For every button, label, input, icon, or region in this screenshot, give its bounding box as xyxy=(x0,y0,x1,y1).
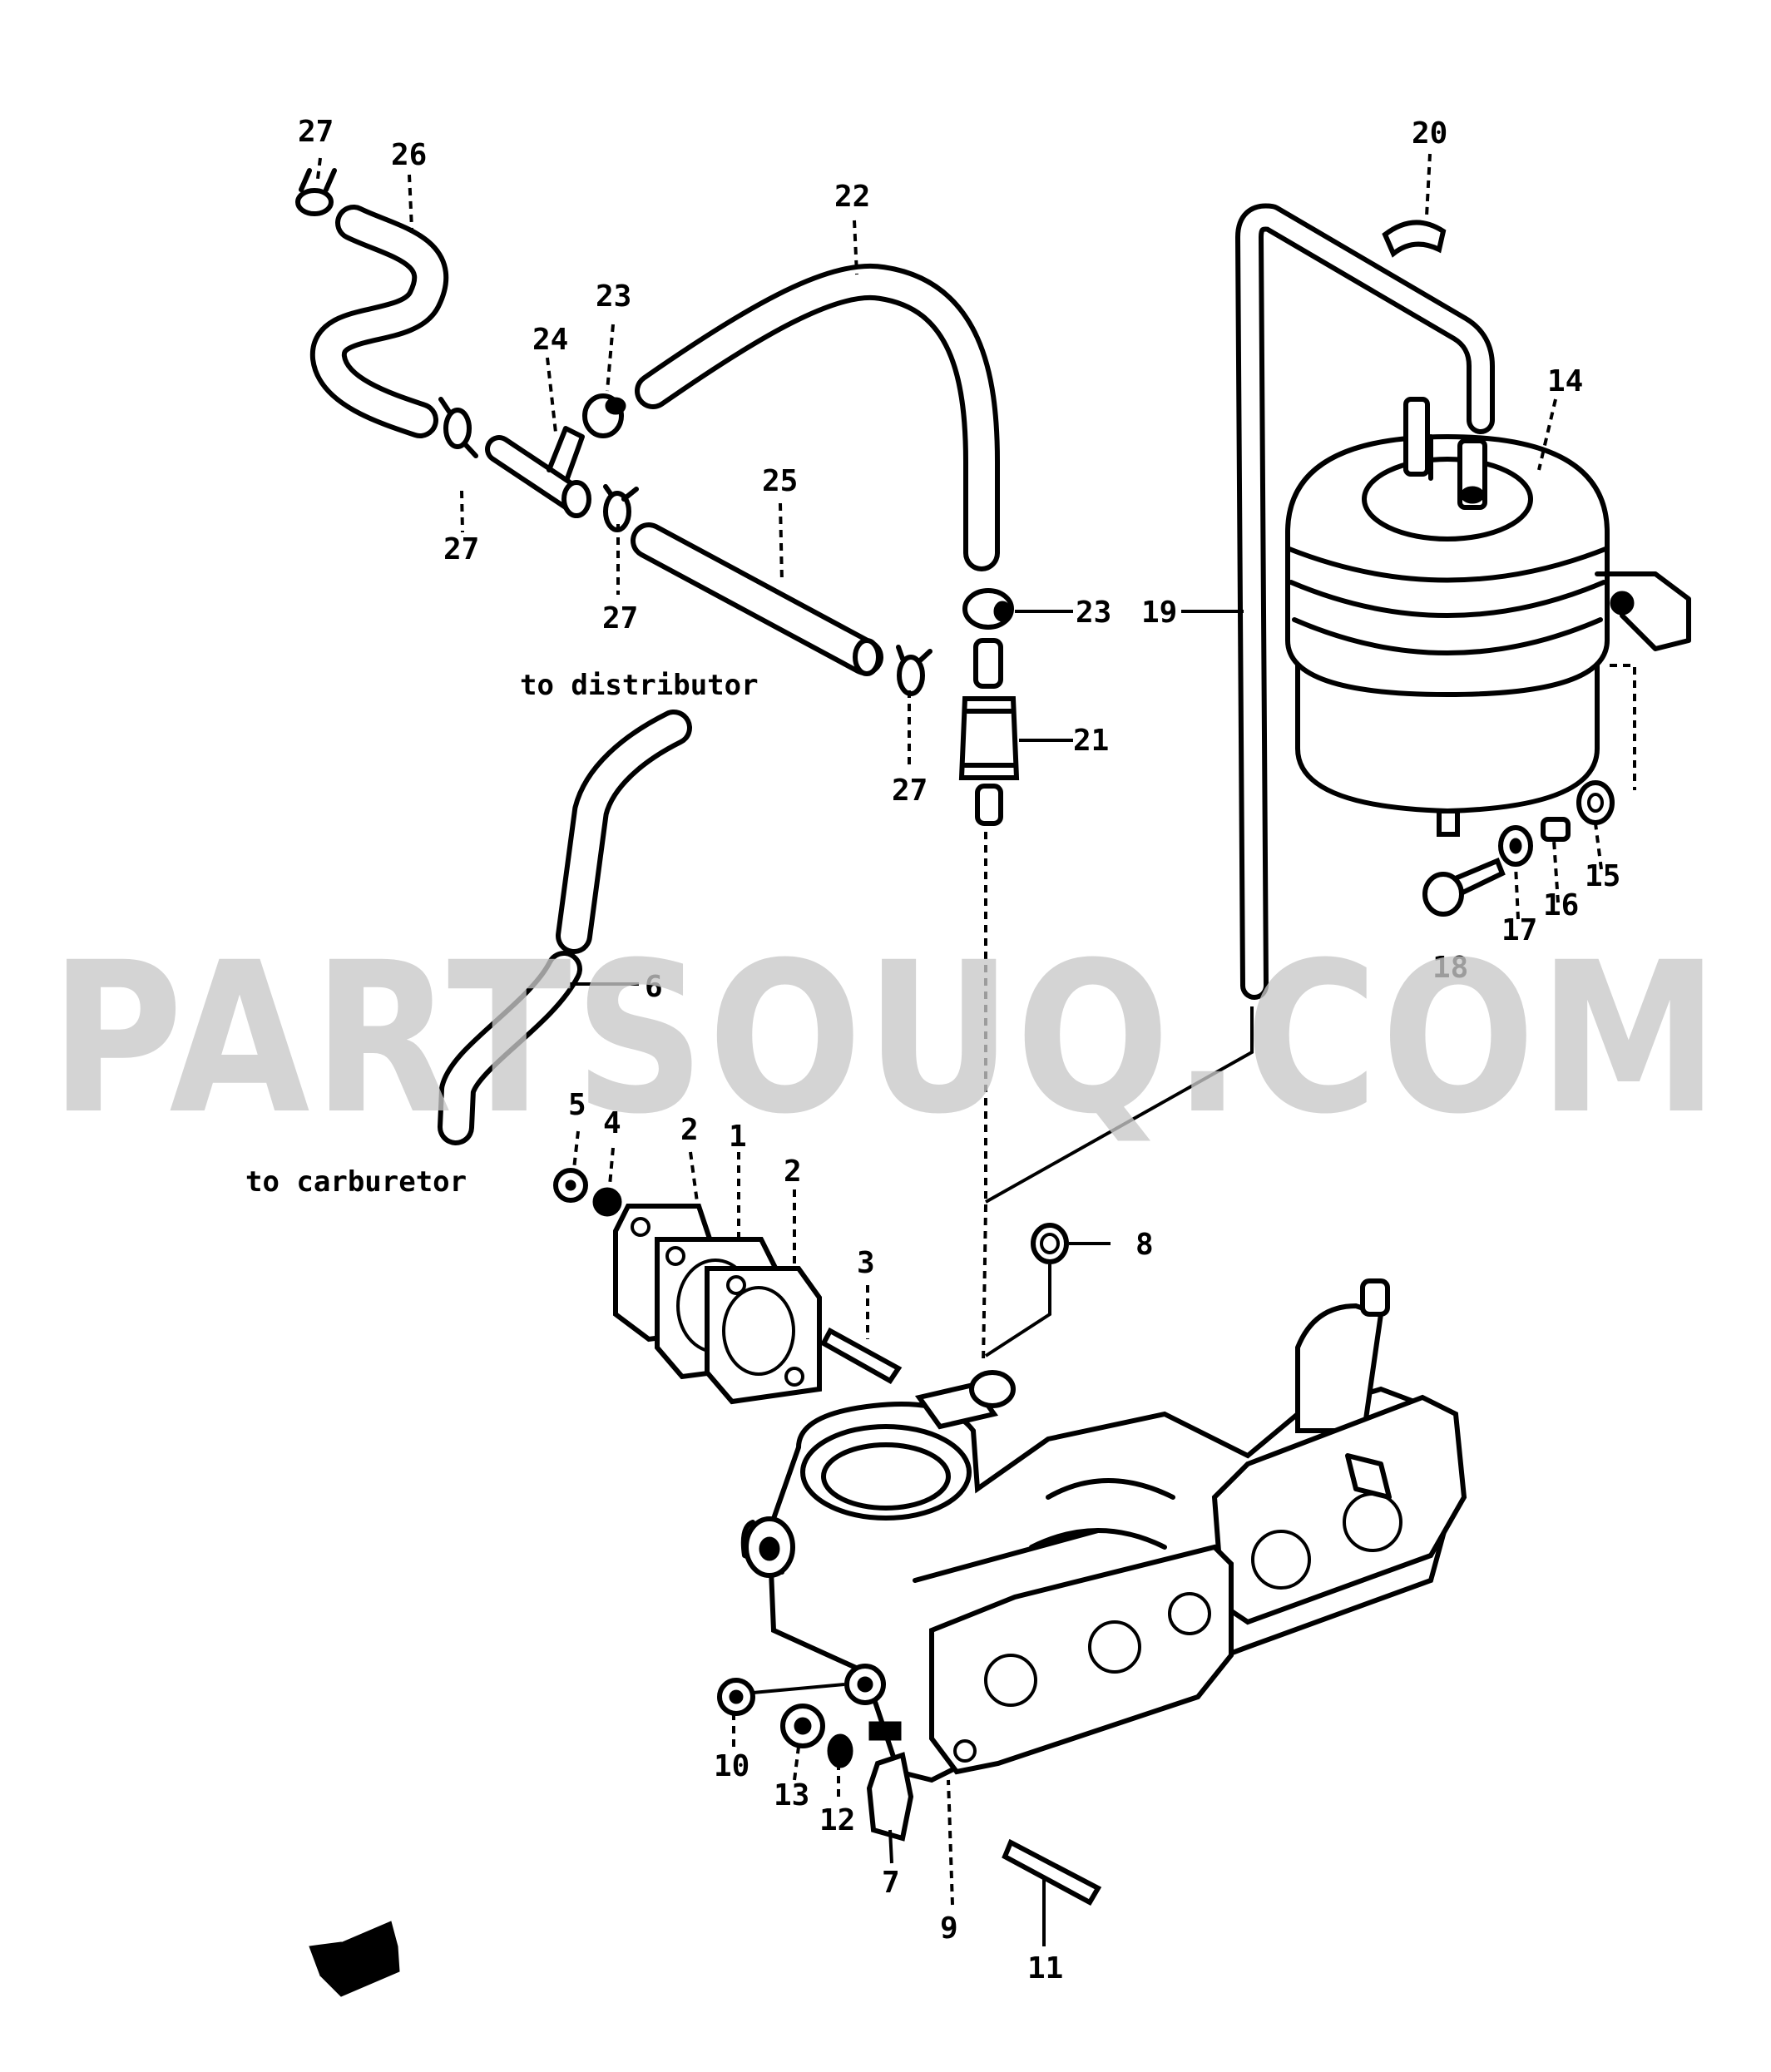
callout-13: 13 xyxy=(774,1778,809,1812)
callout-25: 25 xyxy=(762,464,798,498)
callout-19: 19 xyxy=(1141,596,1177,630)
callout-3: 3 xyxy=(857,1246,875,1280)
callout-numbers: 27 26 22 23 24 27 27 25 27 23 21 19 20 1… xyxy=(298,115,1620,1985)
callout-17: 17 xyxy=(1501,913,1537,947)
part-11-stud[interactable] xyxy=(1002,1838,1102,1906)
callout-23-top: 23 xyxy=(596,279,631,314)
note-to-carburetor: to carburetor xyxy=(245,1165,467,1199)
part-12-washer[interactable] xyxy=(827,1733,853,1768)
part-3-stud[interactable] xyxy=(819,1327,903,1384)
callout-10: 10 xyxy=(714,1749,749,1783)
callout-4: 4 xyxy=(603,1106,621,1140)
callout-7: 7 xyxy=(882,1866,900,1900)
part-21-valve[interactable] xyxy=(958,638,1020,826)
part-25-hose[interactable] xyxy=(631,522,883,676)
part-7-gasket[interactable] xyxy=(866,1721,914,1842)
part-4-washer[interactable] xyxy=(592,1187,622,1217)
note-to-distributor: to distributor xyxy=(520,669,759,702)
callout-14: 14 xyxy=(1547,364,1583,398)
callout-12: 12 xyxy=(819,1803,855,1837)
part-10-nut[interactable] xyxy=(717,1678,755,1716)
part-17-washer[interactable] xyxy=(1498,825,1533,867)
part-6-hose-lower[interactable] xyxy=(438,951,582,1145)
callout-21: 21 xyxy=(1073,724,1109,758)
callout-24: 24 xyxy=(532,323,568,357)
part-6-hose-upper[interactable] xyxy=(556,710,692,954)
part-23-clip-top[interactable] xyxy=(582,393,626,438)
part-19-pipe[interactable] xyxy=(1235,203,1495,1000)
part-18-bolt[interactable] xyxy=(1422,858,1506,917)
part-23-clip-lower[interactable] xyxy=(962,588,1014,630)
callout-2-right: 2 xyxy=(784,1155,802,1189)
callout-2-left: 2 xyxy=(680,1113,699,1147)
callout-15: 15 xyxy=(1585,859,1620,893)
part-20-clip[interactable] xyxy=(1382,220,1447,258)
manifold-stud-nut[interactable] xyxy=(844,1664,886,1705)
part-16-collar[interactable] xyxy=(1541,817,1571,842)
part-27-clip-end[interactable] xyxy=(896,645,932,696)
part-27-clip-joint[interactable] xyxy=(438,397,478,458)
callout-1: 1 xyxy=(729,1120,747,1154)
callout-9: 9 xyxy=(940,1911,958,1946)
callout-27-right: 27 xyxy=(892,774,928,808)
callout-6: 6 xyxy=(645,970,663,1004)
part-15-washer[interactable] xyxy=(1576,780,1615,825)
callout-26: 26 xyxy=(391,138,427,172)
part-14-canister[interactable] xyxy=(1285,397,1691,837)
part-22-hose[interactable] xyxy=(635,263,1000,571)
part-27-clip-top[interactable] xyxy=(295,168,337,216)
watermark-text: PARTSOUQ.COM xyxy=(50,917,1722,1160)
callout-27-mid: 27 xyxy=(602,601,638,635)
callout-18: 18 xyxy=(1432,951,1468,985)
manifold-flange-right[interactable] xyxy=(1211,1394,1467,1625)
leader-lines xyxy=(316,153,1636,1946)
front-direction-arrow-icon xyxy=(309,1921,400,1997)
callout-22: 22 xyxy=(834,180,870,214)
callout-5: 5 xyxy=(568,1088,586,1122)
part-24-joint[interactable] xyxy=(485,426,591,518)
part-27-clip-lower[interactable] xyxy=(603,484,639,532)
callout-27-left: 27 xyxy=(443,532,479,566)
callout-20: 20 xyxy=(1412,116,1447,151)
callout-8: 8 xyxy=(1135,1228,1154,1262)
callout-16: 16 xyxy=(1543,888,1579,922)
part-2-gasket-front[interactable] xyxy=(705,1266,822,1405)
part-5-nut[interactable] xyxy=(553,1168,588,1203)
part-13-nut[interactable] xyxy=(780,1704,825,1748)
part-9-gasket[interactable] xyxy=(929,1544,1234,1775)
part-26-hose[interactable] xyxy=(310,205,449,438)
callout-27-top: 27 xyxy=(298,115,334,149)
callout-11: 11 xyxy=(1027,1951,1063,1985)
part-8-plug[interactable] xyxy=(1031,1223,1069,1264)
callout-23-lower: 23 xyxy=(1076,596,1111,630)
